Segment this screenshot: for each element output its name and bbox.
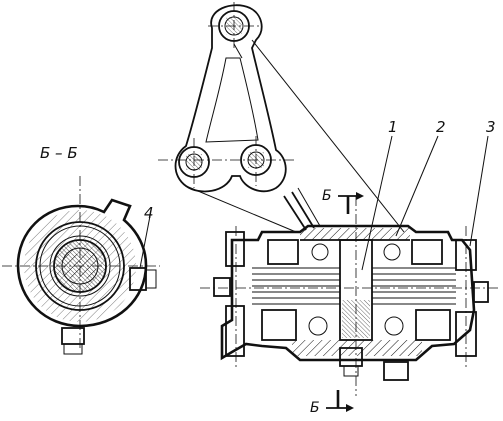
svg-text:3: 3 [486, 118, 496, 136]
main-section [200, 187, 500, 396]
lever-arm [158, 2, 405, 233]
svg-text:Б: Б [322, 188, 332, 204]
svg-text:2: 2 [436, 118, 446, 136]
callout-3: 3 [469, 118, 496, 247]
callout-4: 4 [144, 204, 154, 222]
cut-marker-top: Б [322, 188, 364, 214]
callout-2: 2 [395, 118, 446, 237]
svg-text:1: 1 [388, 118, 398, 136]
section-title: Б – Б [40, 144, 78, 162]
cut-marker-bottom: Б [310, 390, 354, 416]
svg-text:Б: Б [310, 400, 320, 416]
disc-pack-right [372, 267, 456, 305]
section-view: Б – Б 4 [2, 144, 160, 355]
callout-1: 1 [361, 118, 398, 271]
disc-pack-left [252, 267, 340, 305]
